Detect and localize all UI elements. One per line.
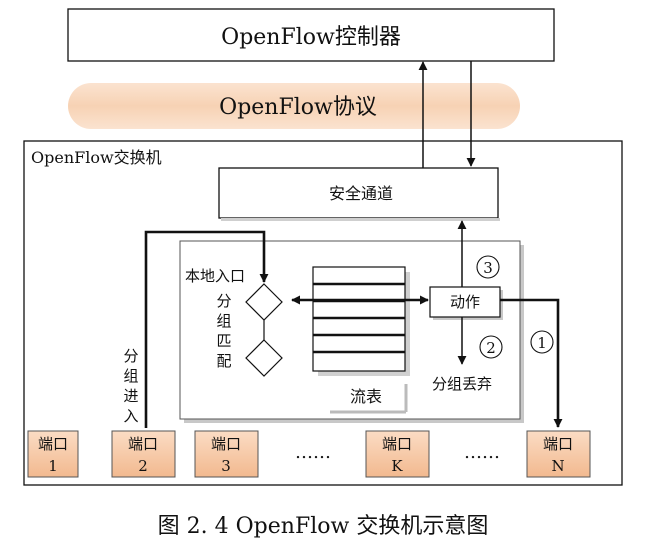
svg-text:端口: 端口 [543, 435, 573, 453]
svg-text:3: 3 [221, 457, 231, 475]
svg-text:配: 配 [216, 352, 231, 370]
svg-text:入: 入 [123, 407, 138, 425]
switch-label: OpenFlow交换机 [31, 148, 162, 167]
match-diamond-bottom [245, 339, 283, 377]
ellipsis-right: …… [464, 442, 500, 463]
svg-text:组: 组 [123, 367, 138, 385]
marker-3: 3 [476, 255, 500, 279]
packet-drop-label: 分组丢弃 [432, 375, 492, 393]
svg-text:组: 组 [216, 312, 231, 330]
packet-in-label: 分 组 进 入 [123, 347, 138, 425]
port-k: 端口 K [365, 430, 430, 478]
flow-table-label-box: 流表 [330, 384, 408, 414]
flow-table-label: 流表 [350, 387, 382, 406]
svg-text:分: 分 [123, 347, 138, 365]
secure-channel-box: 安全通道 [218, 167, 500, 221]
marker-2: 2 [479, 335, 503, 359]
packet-match-label: 分 组 匹 配 [216, 292, 231, 370]
svg-text:2: 2 [138, 457, 148, 475]
svg-text:1: 1 [48, 457, 58, 475]
port-1: 端口 1 [27, 430, 79, 478]
arrow-port2-to-match [144, 230, 269, 428]
action-box: 动作 [429, 286, 503, 320]
svg-text:3: 3 [483, 259, 493, 277]
svg-text:2: 2 [486, 339, 496, 357]
svg-text:分: 分 [216, 292, 231, 310]
svg-text:端口: 端口 [38, 435, 68, 453]
ellipsis-left: …… [295, 442, 331, 463]
port-3: 端口 3 [194, 430, 259, 478]
svg-text:端口: 端口 [211, 435, 241, 453]
protocol-label: OpenFlow协议 [219, 95, 377, 120]
controller-label: OpenFlow控制器 [221, 25, 401, 50]
port-n: 端口 N [526, 430, 591, 478]
secure-channel-label: 安全通道 [329, 184, 393, 203]
arrow-action-to-port-n [500, 298, 563, 428]
svg-text:进: 进 [123, 387, 138, 405]
svg-text:端口: 端口 [128, 435, 158, 453]
svg-text:1: 1 [537, 334, 547, 352]
figure-caption: 图 2. 4 OpenFlow 交换机示意图 [158, 514, 489, 539]
marker-1: 1 [530, 330, 554, 354]
svg-text:K: K [391, 457, 403, 475]
flow-table [312, 266, 410, 376]
port-2: 端口 2 [111, 430, 176, 478]
local-ingress-label: 本地入口 [185, 267, 245, 285]
action-label: 动作 [450, 293, 480, 311]
svg-text:N: N [551, 457, 564, 475]
svg-text:匹: 匹 [216, 332, 231, 350]
svg-text:端口: 端口 [382, 435, 412, 453]
controller-box: OpenFlow控制器 [67, 8, 555, 62]
protocol-band: OpenFlow协议 [68, 83, 520, 129]
